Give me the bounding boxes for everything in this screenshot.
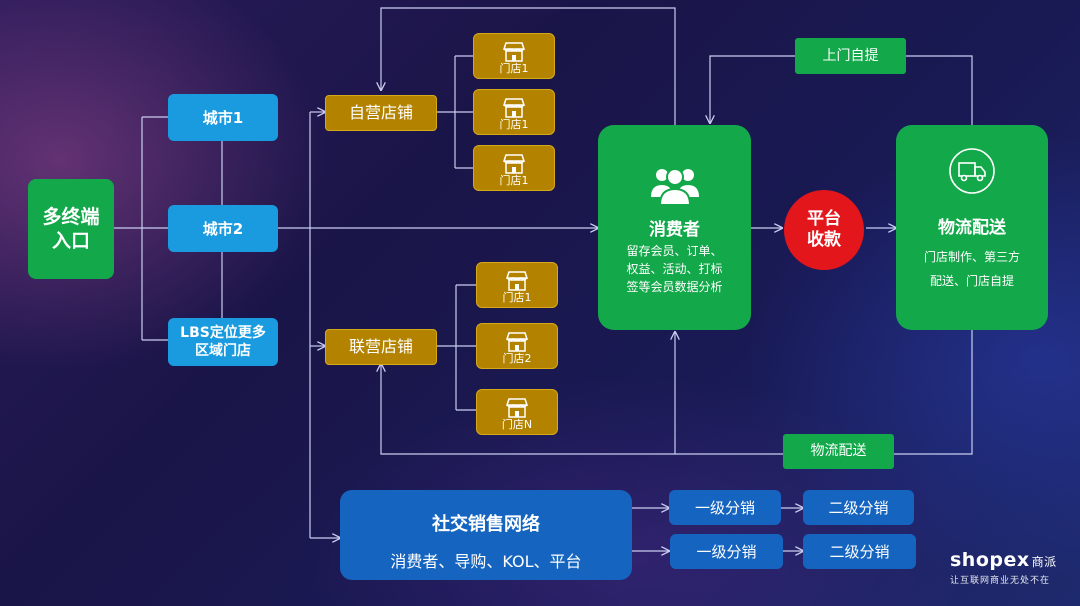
users-icon: [650, 168, 699, 206]
joint-store-2[interactable]: 门店2: [476, 323, 558, 369]
self-store-2[interactable]: 门店1: [473, 89, 555, 135]
level1-top-label: 一级分销: [694, 498, 755, 517]
city-1[interactable]: 城市1: [168, 94, 278, 141]
platform-collection[interactable]: 平台 收款: [784, 190, 864, 270]
store-icon: [505, 332, 529, 352]
level2-top-label: 二级分销: [828, 498, 889, 517]
platform-label-1: 平台: [807, 209, 841, 229]
pickup-label-box[interactable]: 上门自提: [795, 38, 906, 74]
joint-store-n[interactable]: 门店N: [476, 389, 558, 435]
joint-store-1-label: 门店1: [502, 291, 532, 304]
social-sales-network[interactable]: 社交销售网络 消费者、导购、KOL、平台: [340, 490, 632, 580]
city-2[interactable]: 城市2: [168, 205, 278, 252]
consumer-desc-3: 签等会员数据分析: [626, 280, 723, 294]
line-bottom-loop: [381, 330, 973, 455]
brand-logo-text: shopex: [950, 549, 1030, 571]
logistics-box[interactable]: 物流配送 门店制作、第三方 配送、门店自提: [896, 125, 1048, 330]
multi-terminal-entry[interactable]: 多终端入口: [28, 179, 114, 279]
delivery-label-box[interactable]: 物流配送: [783, 434, 894, 469]
entry-label: 多终端入口: [42, 206, 100, 252]
lbs-location[interactable]: LBS定位更多区域门店: [168, 318, 278, 366]
self-store-2-label: 门店1: [499, 118, 529, 131]
city-2-label: 城市2: [202, 219, 244, 238]
level1-distribution-bottom[interactable]: 一级分销: [670, 534, 783, 569]
social-subtitle: 消费者、导购、KOL、平台: [390, 552, 582, 571]
self-store-3[interactable]: 门店1: [473, 145, 555, 191]
joint-operated-store[interactable]: 联营店铺: [325, 329, 437, 365]
joint-operated-label: 联营店铺: [348, 337, 413, 357]
logistics-desc-2: 配送、门店自提: [929, 274, 1014, 288]
platform-label-2: 收款: [807, 230, 841, 250]
level1-bottom-label: 一级分销: [696, 542, 757, 561]
delivery-label: 物流配送: [810, 443, 867, 460]
consumer-box[interactable]: 消费者 留存会员、订单、 权益、活动、打标 签等会员数据分析: [598, 125, 751, 330]
logistics-desc-1: 门店制作、第三方: [923, 250, 1020, 264]
delivery-truck-icon: [949, 148, 995, 194]
store-icon: [505, 271, 529, 291]
social-title: 社交销售网络: [432, 514, 540, 535]
self-operated-label: 自营店铺: [348, 103, 413, 123]
self-store-1[interactable]: 门店1: [473, 33, 555, 79]
city-1-label: 城市1: [202, 108, 244, 127]
store-icon: [502, 154, 526, 174]
consumer-desc-1: 留存会员、订单、: [626, 244, 723, 258]
brand-slogan: 让互联网商业无处不在: [950, 576, 1051, 586]
line-top-loop: [381, 7, 676, 125]
level1-distribution-top[interactable]: 一级分销: [669, 490, 781, 525]
level2-distribution-bottom[interactable]: 二级分销: [803, 534, 916, 569]
pickup-label: 上门自提: [822, 47, 879, 64]
self-operated-store[interactable]: 自营店铺: [325, 95, 437, 131]
store-icon: [502, 42, 526, 62]
consumer-desc-2: 权益、活动、打标: [626, 262, 723, 276]
level2-bottom-label: 二级分销: [829, 542, 890, 561]
level2-distribution-top[interactable]: 二级分销: [803, 490, 914, 525]
joint-store-n-label: 门店N: [501, 418, 533, 431]
logistics-title: 物流配送: [938, 218, 1006, 238]
lbs-label: LBS定位更多区域门店: [180, 325, 266, 359]
self-store-3-label: 门店1: [499, 174, 529, 187]
joint-store-2-label: 门店2: [502, 352, 532, 365]
store-icon: [502, 98, 526, 118]
self-store-1-label: 门店1: [499, 62, 529, 75]
consumer-title: 消费者: [649, 220, 700, 240]
joint-store-1[interactable]: 门店1: [476, 262, 558, 308]
brand-logo-cn: 商派: [1031, 555, 1057, 569]
store-icon: [505, 398, 529, 418]
